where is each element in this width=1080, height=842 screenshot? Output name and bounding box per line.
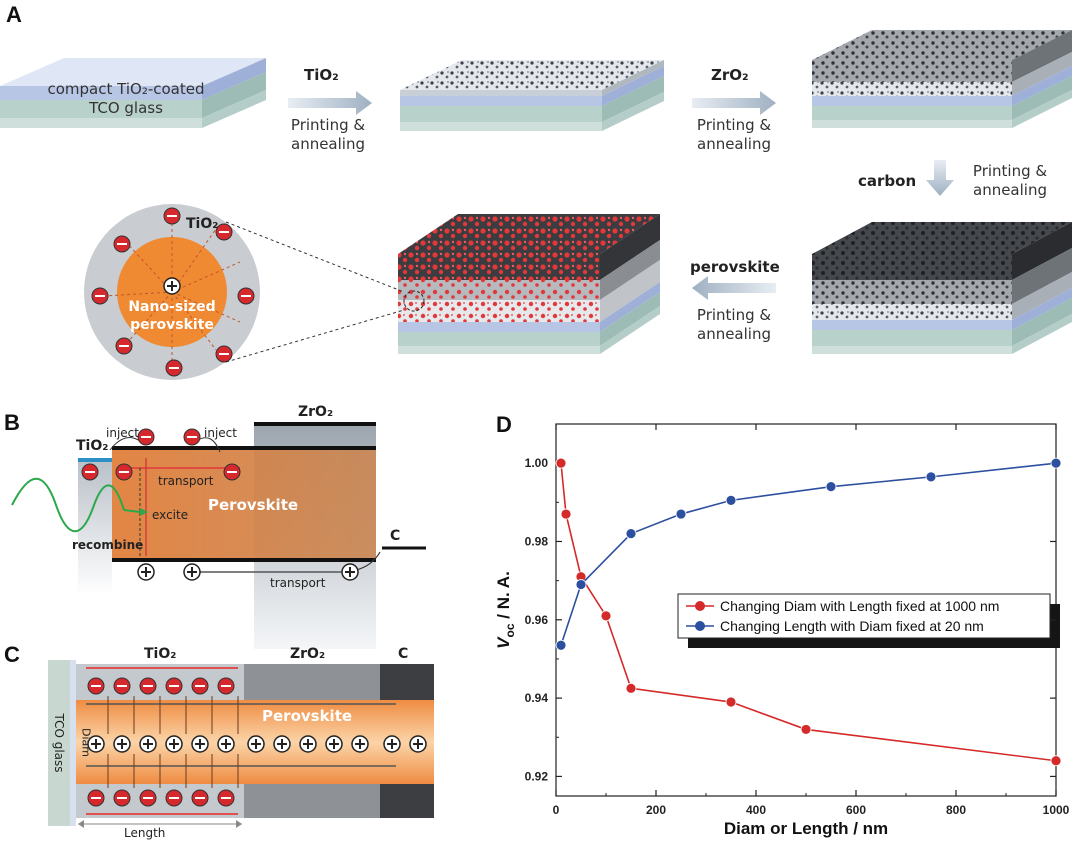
series-1-point	[625, 682, 637, 694]
step4-process-line1: Printing &	[696, 306, 772, 324]
series-2-point	[1050, 457, 1062, 469]
panel-c-letter: C	[4, 642, 20, 667]
b-inject-left: inject	[106, 426, 139, 440]
b-recombine: recombine	[72, 538, 144, 552]
stack-zro2	[812, 30, 1072, 128]
glass-label-line1: compact TiO₂-coated	[47, 80, 205, 98]
c-perovskite-label: Perovskite	[262, 707, 353, 725]
y-tick-label: 0.94	[525, 691, 549, 705]
y-tick-label: 1.00	[525, 456, 549, 470]
step3-process-line1: Printing &	[972, 162, 1048, 180]
step2-process-line1: Printing &	[696, 116, 772, 134]
panel-b-letter: B	[4, 410, 20, 435]
step1-material: TiO₂	[304, 66, 339, 84]
series-1-point	[560, 508, 572, 520]
step4-material: perovskite	[690, 258, 780, 276]
c-length-label: Length	[124, 826, 166, 840]
step1-process-line2: annealing	[291, 135, 365, 153]
series-1-point	[600, 610, 612, 622]
arrow-step3	[926, 160, 954, 196]
step2-process-line2: annealing	[697, 135, 771, 153]
glass-label-line2: TCO glass	[89, 99, 163, 117]
b-tio2-label: TiO₂	[76, 438, 109, 454]
panel-a-letter: A	[6, 2, 22, 27]
legend-label-1: Changing Diam with Length fixed at 1000 …	[720, 598, 999, 614]
series-1-point	[800, 724, 812, 735]
panel-d-letter: D	[496, 412, 512, 437]
legend-label-2: Changing Length with Diam fixed at 20 nm	[720, 618, 984, 634]
inset-nanoparticle	[84, 204, 260, 380]
legend-marker-2	[695, 621, 705, 631]
arrow-step4	[692, 276, 776, 300]
x-tick-label: 800	[946, 803, 966, 817]
stack-perovskite	[398, 214, 660, 354]
c-tio2-label: TiO₂	[144, 646, 177, 662]
series-1-point	[555, 457, 567, 469]
x-tick-label: 400	[746, 803, 766, 817]
series-line-2	[560, 462, 1057, 646]
x-tick-label: 1000	[1043, 803, 1070, 817]
step2-material: ZrO₂	[711, 66, 749, 84]
b-c-label: C	[390, 528, 401, 544]
legend-box	[677, 593, 1051, 639]
b-transport-bottom: transport	[270, 576, 326, 590]
series-line-1	[560, 463, 1057, 762]
series-2-point	[825, 481, 837, 493]
series-2-point	[925, 471, 937, 483]
y-tick-label: 0.96	[525, 613, 549, 627]
y-tick-label: 0.98	[525, 534, 549, 548]
inset-tio2-label: TiO₂	[186, 216, 219, 232]
b-zro2-label: ZrO₂	[298, 404, 334, 420]
x-axis-label: Diam or Length / nm	[724, 819, 888, 838]
series-1-point	[1050, 755, 1062, 767]
series-2-point	[625, 528, 637, 540]
legend-marker-1	[695, 601, 705, 611]
step1-process-line1: Printing &	[290, 116, 366, 134]
series-1-point	[725, 696, 737, 708]
x-tick-label: 0	[553, 803, 560, 817]
series-2-point	[555, 639, 567, 651]
b-inject-right: inject	[204, 426, 237, 440]
c-c-label: C	[398, 646, 409, 662]
x-tick-label: 600	[846, 803, 866, 817]
arrow-step1	[288, 91, 372, 115]
series-2-point	[725, 494, 737, 506]
b-transport-top: transport	[158, 474, 214, 488]
inset-core-line1: Nano-sized	[128, 299, 216, 315]
x-tick-label: 200	[646, 803, 666, 817]
y-axis-label: Voc / N. A.	[494, 571, 517, 649]
step4-process-line2: annealing	[697, 325, 771, 343]
series-2-point	[675, 508, 687, 520]
c-zro2-label: ZrO₂	[290, 646, 326, 662]
series-2-point	[575, 579, 587, 590]
b-perovskite-label: Perovskite	[208, 496, 299, 514]
arrow-step2	[692, 91, 776, 115]
stack-carbon	[812, 222, 1072, 354]
inset-core-line2: perovskite	[130, 317, 214, 333]
b-excite: excite	[152, 508, 189, 522]
stack-tio2	[400, 60, 664, 131]
y-tick-label: 0.92	[525, 769, 549, 783]
glass-substrate-1	[0, 58, 266, 128]
step3-process-line2: annealing	[973, 181, 1047, 199]
step3-material: carbon	[858, 172, 917, 190]
